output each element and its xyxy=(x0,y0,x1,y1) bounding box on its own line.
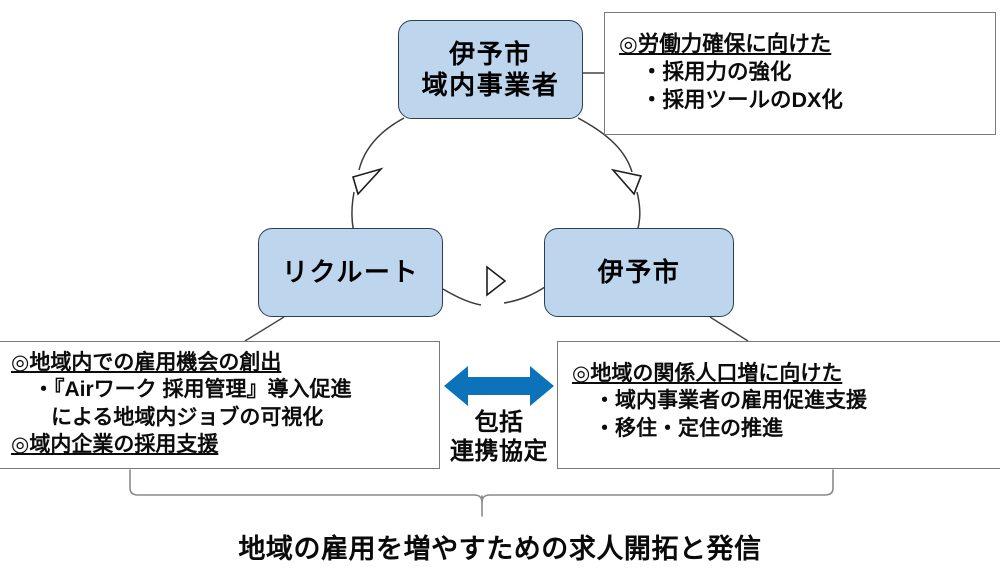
detail-heading: ◎地域内での雇用機会の創出 xyxy=(11,351,282,374)
node-line: 伊予市 xyxy=(597,257,681,288)
detail-item-continued: による地域内ジョブの可視化 xyxy=(51,405,324,429)
node-iyo-city-businesses[interactable]: 伊予市 域内事業者 xyxy=(398,20,583,119)
detail-box-top-right-content: ◎労働力確保に向けた ・採用力の強化 ・採用ツールのDX化 xyxy=(619,31,995,115)
cycle-arc-top-left xyxy=(358,117,405,171)
comprehensive-agreement-arrow xyxy=(444,366,554,406)
cycle-arrowhead-bottom xyxy=(486,265,507,297)
node-line: リクルート xyxy=(281,257,420,288)
agreement-label-line2: 連携協定 xyxy=(450,438,548,466)
detail-box-top-right: ◎労働力確保に向けた ・採用力の強化 ・採用ツールのDX化 xyxy=(604,12,996,135)
detail-item: ・採用力の強化 xyxy=(641,59,792,84)
node-line: 伊予市 xyxy=(449,38,532,69)
detail-item: ・域内事業者の雇用促進支援 xyxy=(594,389,867,413)
detail-item: ・採用ツールのDX化 xyxy=(641,87,843,112)
leader-city-to-box xyxy=(709,316,749,342)
detail-item: ・『Airワーク 採用管理』導入促進 xyxy=(33,378,352,402)
node-recruit[interactable]: リクルート xyxy=(258,228,443,317)
agreement-label-line1: 包括 xyxy=(474,409,524,436)
bracket-path xyxy=(129,469,834,503)
bottom-caption: 地域の雇用を増やすための求人開拓と発信 xyxy=(238,534,762,564)
detail-item: ・移住・定住の推進 xyxy=(594,416,783,440)
detail-box-bottom-right-content: ◎地域の関係人口増に向けた ・域内事業者の雇用促進支援 ・移住・定住の推進 xyxy=(572,360,1000,442)
agreement-label: 包括 連携協定 xyxy=(441,408,557,467)
detail-box-bottom-left-content: ◎地域内での雇用機会の創出 ・『Airワーク 採用管理』導入促進 による地域内ジ… xyxy=(11,349,439,458)
cycle-arc-bottom-left xyxy=(442,288,482,306)
cycle-arrowhead-right xyxy=(610,168,643,196)
leader-recruit-to-box xyxy=(244,316,285,342)
detail-heading: ◎地域の関係人口増に向けた xyxy=(572,362,843,385)
bottom-bracket xyxy=(129,469,834,517)
detail-box-bottom-right: ◎地域の関係人口増に向けた ・域内事業者の雇用促進支援 ・移住・定住の推進 xyxy=(557,341,1000,469)
double-headed-arrow-shape xyxy=(444,366,554,406)
cycle-arc-bottom-right xyxy=(503,286,546,304)
node-line: 域内事業者 xyxy=(421,69,560,100)
detail-heading: ◎労働力確保に向けた xyxy=(619,32,832,56)
cycle-arrowhead-left xyxy=(352,167,384,196)
node-iyo-city[interactable]: 伊予市 xyxy=(544,228,734,317)
detail-heading: ◎域内企業の採用支援 xyxy=(11,432,219,456)
detail-box-bottom-left: ◎地域内での雇用機会の創出 ・『Airワーク 採用管理』導入促進 による地域内ジ… xyxy=(0,341,440,469)
